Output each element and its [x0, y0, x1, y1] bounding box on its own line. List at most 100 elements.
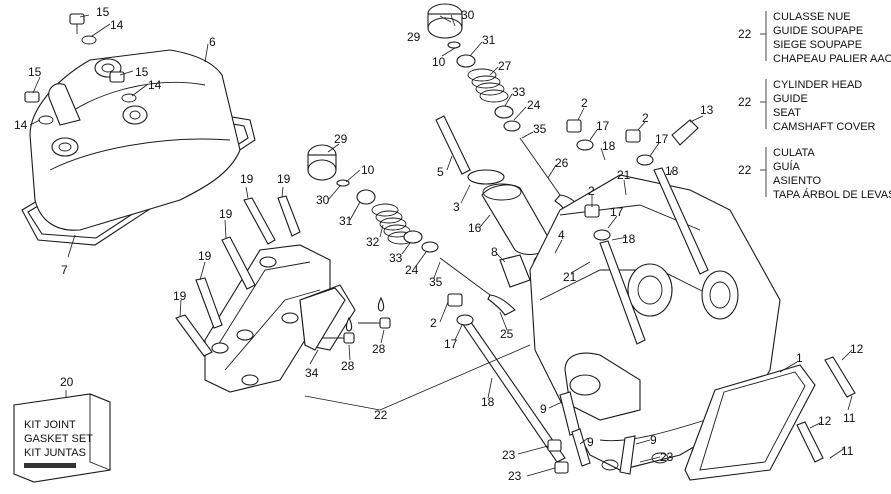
callout-10: 10 — [361, 163, 375, 177]
head-gasket — [684, 364, 816, 481]
callout-13: 13 — [700, 103, 714, 117]
callout-15: 15 — [28, 65, 42, 79]
callouts: 15 14 6 15 15 14 14 7 29 10 30 31 19 19 … — [14, 5, 864, 483]
callout-31: 31 — [339, 214, 353, 228]
callout-8: 8 — [491, 245, 498, 259]
callout-17: 17 — [610, 205, 624, 219]
legend-line: GUÍA — [773, 160, 801, 173]
legend-line: GUIDE SOUPAPE — [773, 25, 863, 37]
callout-15: 15 — [96, 5, 110, 19]
callout-3: 3 — [453, 200, 460, 214]
callout-1: 1 — [796, 351, 803, 365]
callout-12: 12 — [850, 342, 864, 356]
callout-18: 18 — [602, 139, 616, 153]
head-studs — [447, 119, 856, 475]
center-valve-train — [427, 3, 584, 288]
callout-23: 23 — [508, 469, 522, 483]
callout-21: 21 — [563, 270, 577, 284]
callout-2: 2 — [588, 184, 595, 198]
legend-number: 22 — [738, 163, 752, 177]
legend-line: CYLINDER HEAD — [773, 79, 862, 91]
legend-line: CAMSHAFT COVER — [773, 121, 876, 133]
small-bolts — [320, 296, 391, 344]
valve-cover — [29, 49, 241, 231]
legend-line: GUIDE — [773, 93, 808, 105]
callout-2: 2 — [642, 111, 649, 125]
callout-30: 30 — [461, 8, 475, 22]
legend-number: 22 — [738, 95, 752, 109]
legend: 22 CULASSE NUE GUIDE SOUPAPE SIEGE SOUPA… — [738, 11, 891, 201]
callout-22: 22 — [374, 408, 388, 422]
legend-line: ASIENTO — [773, 175, 822, 187]
callout-18: 18 — [622, 232, 636, 246]
callout-19: 19 — [173, 289, 187, 303]
legend-line: CULATA — [773, 147, 815, 159]
callout-2: 2 — [430, 316, 437, 330]
callout-24: 24 — [527, 98, 541, 112]
callout-14: 14 — [148, 78, 162, 92]
callout-6: 6 — [209, 35, 216, 49]
valve-spring-center — [467, 68, 509, 103]
callout-7: 7 — [61, 263, 68, 277]
callout-14: 14 — [110, 18, 124, 32]
callout-27: 27 — [498, 59, 512, 73]
callout-21: 21 — [617, 168, 631, 182]
callout-28: 28 — [372, 342, 386, 356]
legend-block-english: 22 CYLINDER HEAD GUIDE SEAT CAMSHAFT COV… — [738, 79, 876, 133]
callout-19: 19 — [277, 172, 291, 186]
kit-line: KIT JUNTAS — [24, 447, 86, 459]
callout-4: 4 — [558, 228, 565, 242]
callout-12: 12 — [818, 414, 832, 428]
callout-15: 15 — [135, 65, 149, 79]
callout-26: 26 — [555, 156, 569, 170]
callout-29: 29 — [407, 30, 421, 44]
callout-31: 31 — [482, 33, 496, 47]
callout-17: 17 — [596, 119, 610, 133]
callout-11: 11 — [841, 444, 854, 458]
callout-16: 16 — [468, 221, 482, 235]
kit-logo — [24, 463, 76, 468]
callout-18: 18 — [665, 164, 679, 178]
callout-29: 29 — [334, 132, 348, 146]
callout-35: 35 — [429, 275, 443, 289]
callout-20: 20 — [60, 375, 74, 389]
callout-23: 23 — [502, 448, 516, 462]
callout-30: 30 — [316, 193, 330, 207]
leader-lines — [29, 14, 853, 477]
callout-17: 17 — [655, 132, 669, 146]
legend-number: 22 — [738, 27, 752, 41]
callout-9: 9 — [540, 402, 547, 416]
legend-block-french: 22 CULASSE NUE GUIDE SOUPAPE SIEGE SOUPA… — [738, 11, 891, 65]
legend-line: TAPA ÁRBOL DE LEVAS — [773, 188, 891, 201]
callout-11: 11 — [843, 411, 856, 425]
legend-block-spanish: 22 CULATA GUÍA ASIENTO TAPA ÁRBOL DE LEV… — [738, 147, 891, 201]
callout-19: 19 — [240, 172, 254, 186]
callout-28: 28 — [341, 359, 355, 373]
callout-18: 18 — [481, 395, 495, 409]
callout-14: 14 — [14, 118, 28, 132]
legend-line: CULASSE NUE — [773, 11, 851, 23]
callout-9: 9 — [587, 435, 594, 449]
callout-19: 19 — [219, 207, 233, 221]
legend-line: CHAPEAU PALIER AAC — [773, 53, 891, 65]
callout-33: 33 — [512, 85, 526, 99]
legend-line: SIEGE SOUPAPE — [773, 39, 862, 51]
camshaft-screws — [175, 195, 301, 357]
callout-35: 35 — [533, 122, 547, 136]
callout-33: 33 — [389, 251, 403, 265]
callout-34: 34 — [305, 366, 319, 380]
callout-32: 32 — [366, 235, 380, 249]
callout-10: 10 — [432, 55, 446, 69]
callout-25: 25 — [500, 327, 514, 341]
callout-24: 24 — [405, 263, 419, 277]
callout-5: 5 — [437, 165, 444, 179]
kit-line: KIT JOINT — [24, 419, 76, 431]
callout-23: 23 — [660, 450, 674, 464]
gasket-kit-box: KIT JOINT GASKET SET KIT JUNTAS 20 — [13, 375, 111, 483]
legend-line: SEAT — [773, 107, 801, 119]
callout-19: 19 — [198, 249, 212, 263]
kit-line: GASKET SET — [24, 433, 93, 445]
callout-9: 9 — [650, 433, 657, 447]
